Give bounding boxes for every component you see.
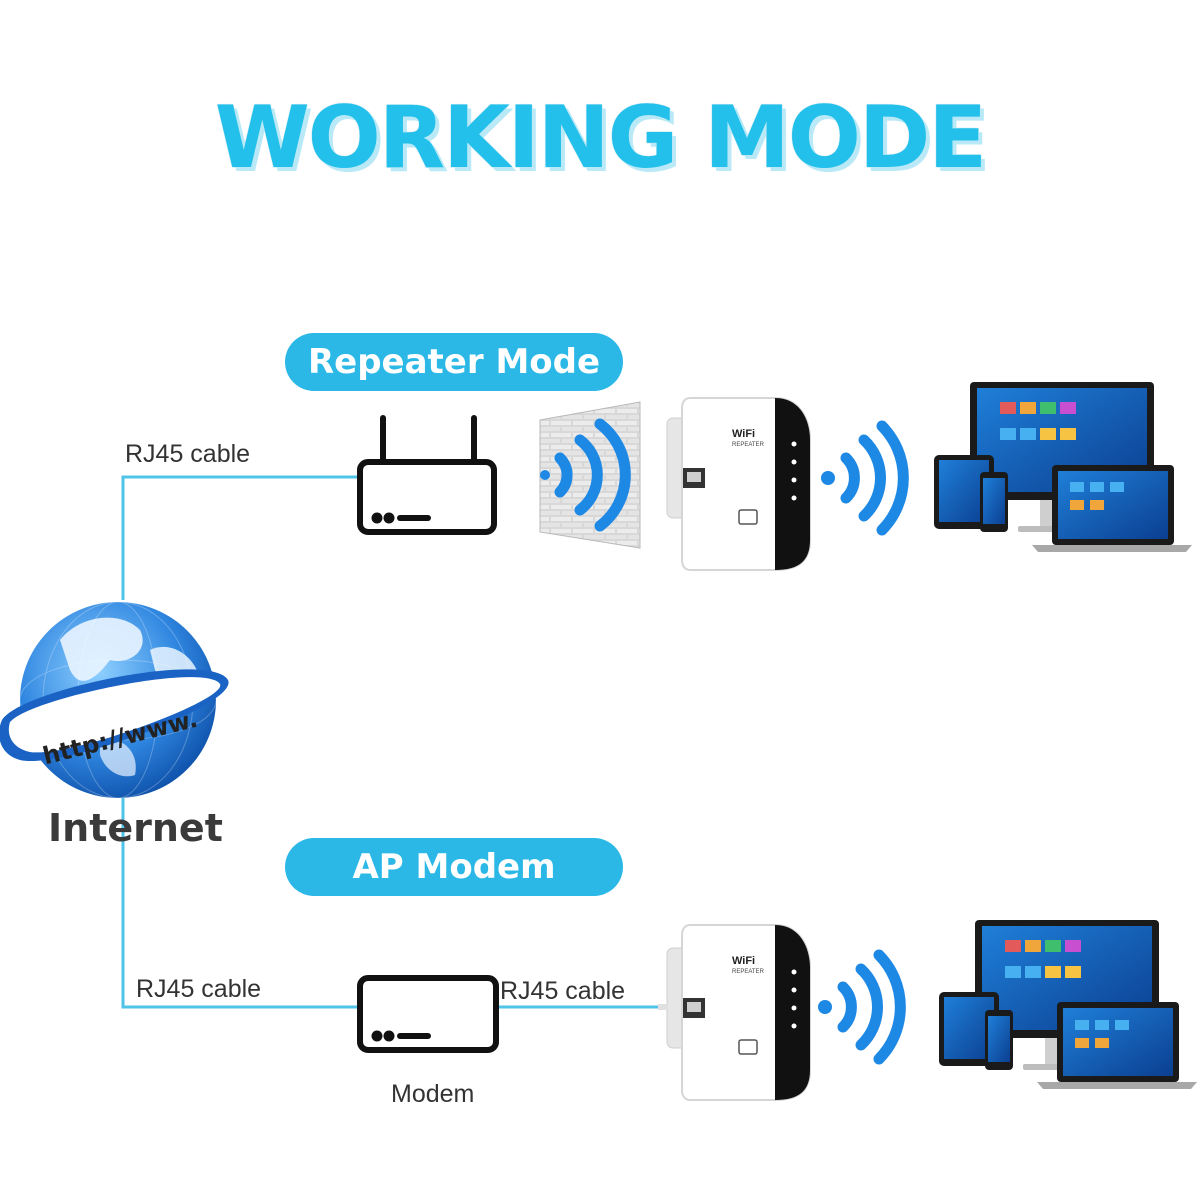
wifi-repeater-device-bottom: WiFi REPEATER (658, 924, 811, 1101)
router-icon (357, 415, 497, 535)
wps-button-icon (738, 509, 758, 525)
wifi-repeater-device-top: WiFi REPEATER (666, 397, 811, 571)
client-devices-icon-bottom (939, 920, 1197, 1089)
internet-label: Internet (48, 806, 223, 850)
modem-label: Modem (391, 1080, 475, 1108)
wifi-signal-icon-bottom (818, 949, 906, 1065)
rj45-line-top (121, 475, 358, 600)
internet-globe-icon: http://www. (0, 601, 229, 799)
brick-wall-icon (539, 401, 641, 549)
device-sub-label: REPEATER (732, 442, 765, 448)
device-brand-label: WiFi (732, 955, 755, 967)
modem-icon (357, 975, 499, 1053)
wall-signal-icon (554, 418, 631, 532)
client-devices-icon-top (934, 382, 1192, 552)
ap-mode-badge: AP Modem (285, 838, 623, 896)
wps-button-icon (738, 1039, 758, 1055)
rj45-cable-label-top: RJ45 cable (125, 440, 251, 468)
device-sub-label: REPEATER (732, 969, 765, 975)
repeater-mode-badge: Repeater Mode (285, 333, 623, 391)
wifi-signal-icon-top (821, 420, 909, 536)
connection-lines (121, 475, 668, 1009)
device-brand-label: WiFi (732, 428, 755, 440)
rj45-cable-label-bottom-left: RJ45 cable (136, 975, 262, 1003)
rj45-cable-label-bottom-right: RJ45 cable (500, 977, 626, 1005)
rj45-line-bottom (121, 798, 358, 1009)
page-title: WORKING MODE (214, 88, 987, 188)
